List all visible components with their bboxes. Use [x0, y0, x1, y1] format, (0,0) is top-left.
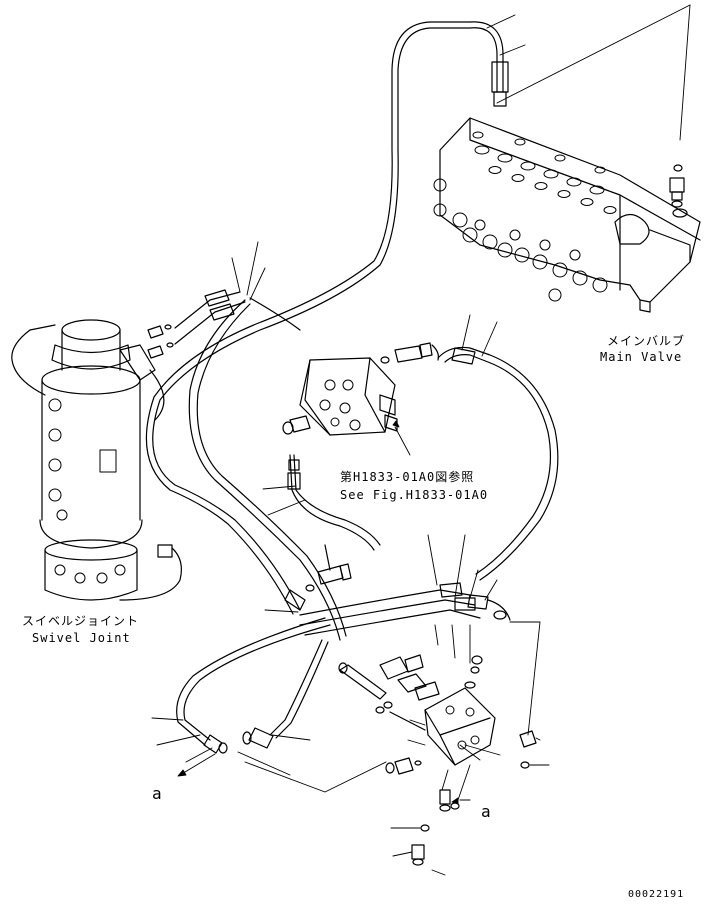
- hose-bundle: [299, 582, 511, 636]
- leader-lines-top: [486, 4, 691, 141]
- hose-lower-left: [176, 617, 331, 754]
- leader-lines-right: [461, 314, 498, 357]
- main-valve-label-jp: メインバルブ: [607, 333, 685, 348]
- text-labels: メインバルブ Main Valve スイベルジョイント Swivel Joint…: [22, 333, 685, 900]
- main-valve-label-en: Main Valve: [600, 350, 682, 364]
- swivel-joint: [11, 319, 165, 601]
- leader-lines-lower-chain: [390, 719, 550, 876]
- fittings-swivel: [119, 324, 182, 601]
- bolt-clamp: [284, 544, 352, 611]
- leader-lines-lower-left: [151, 717, 387, 793]
- leader-lines-center-left: [262, 485, 306, 516]
- main-valve: [433, 117, 701, 313]
- pilot-valve-block: [282, 357, 398, 436]
- reference-label-jp: 第H1833-01A0図参照: [340, 469, 474, 484]
- fittings-lower-right: [464, 655, 537, 769]
- marker-a-left: a: [152, 784, 162, 803]
- reference-label-en: See Fig.H1833-01A0: [340, 488, 488, 502]
- hose-short-center: [287, 454, 381, 551]
- ref-arrow: [392, 420, 411, 456]
- lower-valve-block: [424, 687, 496, 766]
- hose-swivel-up: [174, 289, 347, 641]
- swivel-joint-label-jp: スイベルジョイント: [22, 614, 139, 628]
- drawing-number: 00022191: [628, 889, 684, 900]
- bolt-assembly: [338, 654, 440, 731]
- fittings-lower-chain: [385, 757, 460, 866]
- hose-top: [145, 21, 509, 615]
- swivel-joint-label-en: Swivel Joint: [32, 631, 131, 645]
- fittings-main-valve: [669, 164, 688, 218]
- hose-right: [437, 346, 559, 581]
- marker-a-right: a: [481, 802, 491, 821]
- fittings-center: [380, 342, 439, 364]
- leader-lines-swivel: [231, 241, 266, 301]
- leader-lines-bundle: [264, 534, 541, 736]
